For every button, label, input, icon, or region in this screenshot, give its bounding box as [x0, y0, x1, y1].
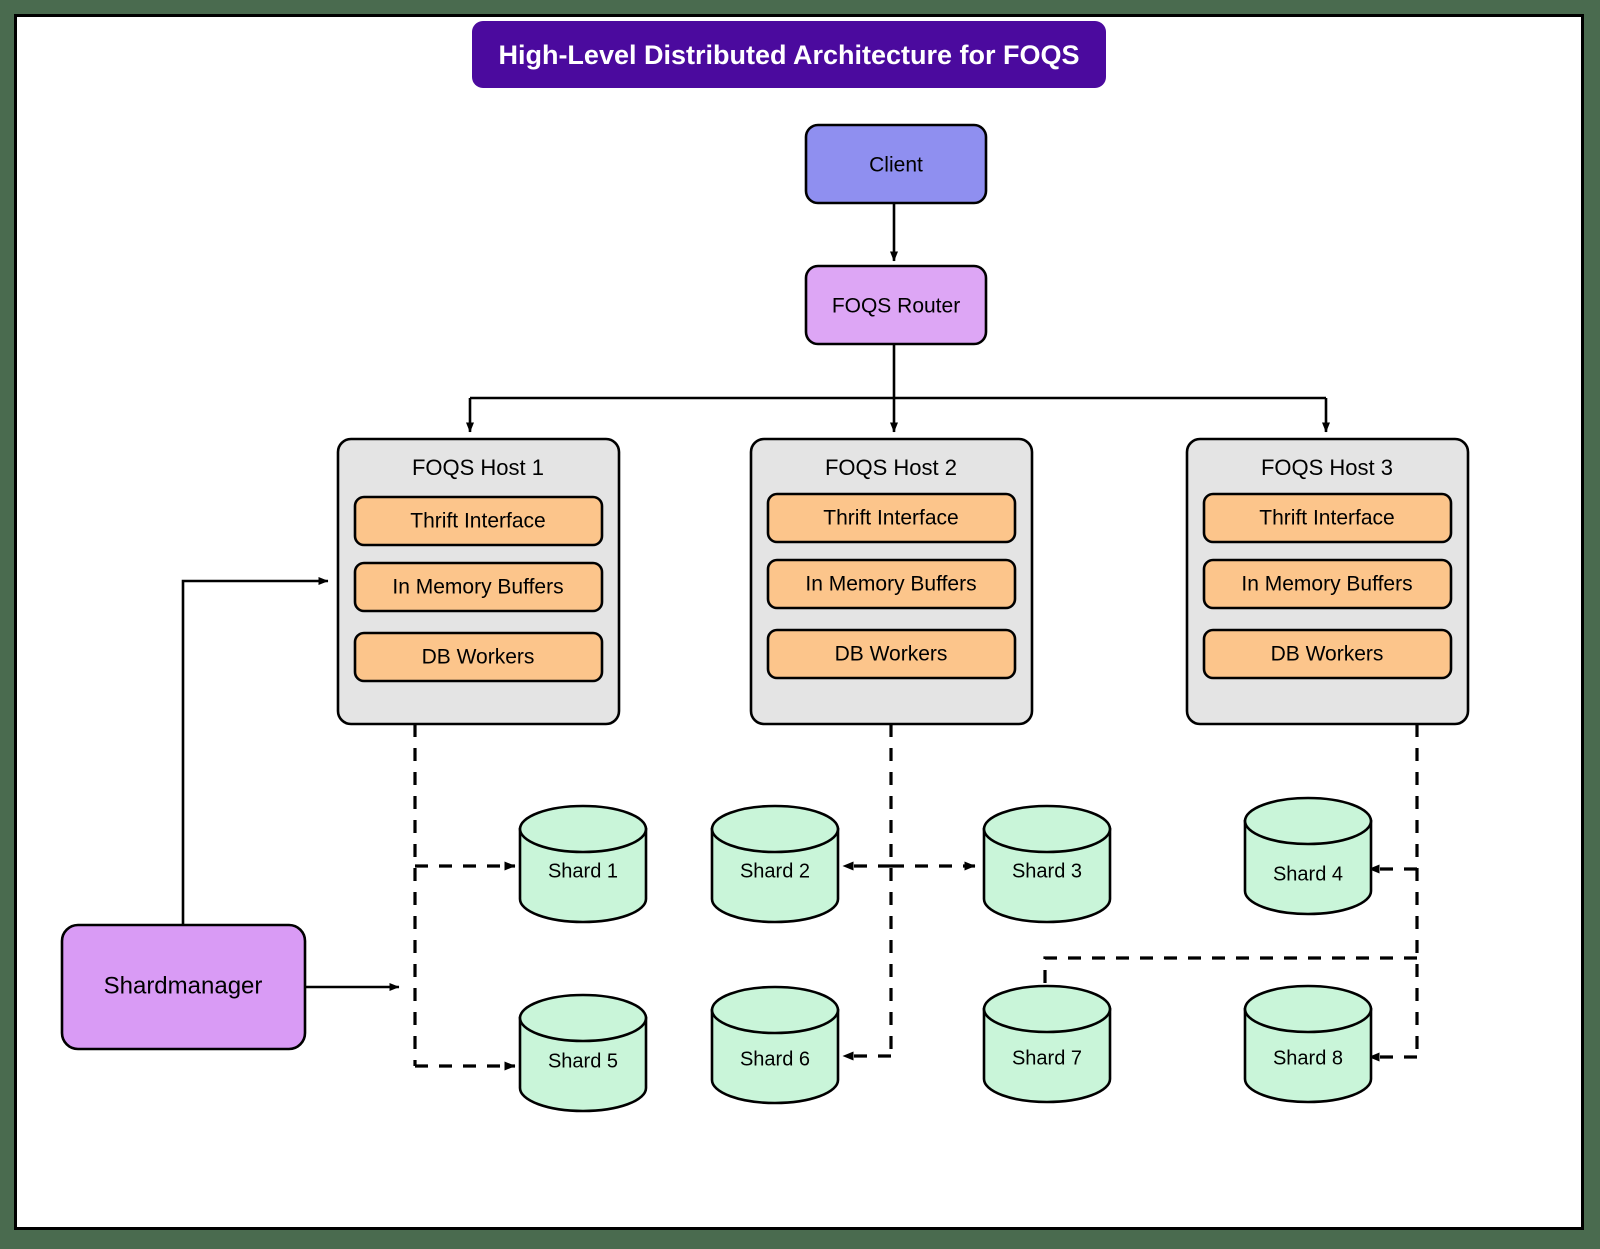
node-client[interactable]: Client	[804, 123, 988, 205]
host-container-1[interactable]: FOQS Host 1 Thrift Interface In Memory B…	[336, 437, 621, 726]
host-3-title: FOQS Host 3	[1261, 455, 1393, 480]
host-3-component-db-workers[interactable]: DB Workers	[1202, 628, 1453, 680]
diagram-frame: High-Level Distributed Architecture for …	[14, 14, 1584, 1230]
host-1-title: FOQS Host 1	[412, 455, 544, 480]
diagram-title-banner: High-Level Distributed Architecture for …	[472, 21, 1106, 88]
host-2-component-thrift-interface[interactable]: Thrift Interface	[766, 492, 1017, 544]
shard-8-label: Shard 8	[1273, 1047, 1343, 1069]
host-1-component-label-0: Thrift Interface	[410, 510, 545, 533]
host-2-component-label-2: DB Workers	[835, 643, 948, 666]
shard-6-label: Shard 6	[740, 1048, 810, 1070]
shard-1-label: Shard 1	[548, 860, 618, 882]
edge-host-3-to-shard-7	[1040, 956, 1417, 1010]
shard-node-5[interactable]: Shard 5	[518, 993, 648, 1113]
host-1-component-in-memory-buffers[interactable]: In Memory Buffers	[353, 561, 604, 613]
host-2-component-db-workers[interactable]: DB Workers	[766, 628, 1017, 680]
diagram-title: High-Level Distributed Architecture for …	[498, 40, 1079, 70]
host-container-3[interactable]: FOQS Host 3 Thrift Interface In Memory B…	[1185, 437, 1470, 726]
shardmanager-label: Shardmanager	[104, 972, 263, 999]
host-3-component-label-1: In Memory Buffers	[1241, 573, 1412, 596]
host-1-component-db-workers[interactable]: DB Workers	[353, 631, 604, 683]
shard-node-2[interactable]: Shard 2	[710, 804, 840, 924]
host-2-component-label-1: In Memory Buffers	[805, 573, 976, 596]
router-label: FOQS Router	[832, 295, 960, 318]
shard-4-label: Shard 4	[1273, 863, 1343, 885]
host-1-component-label-1: In Memory Buffers	[392, 576, 563, 599]
shard-node-6[interactable]: Shard 6	[710, 985, 840, 1105]
host-3-component-in-memory-buffers[interactable]: In Memory Buffers	[1202, 558, 1453, 610]
shard-3-label: Shard 3	[1012, 860, 1082, 882]
edge-shardmanager-to-host-1	[181, 577, 329, 925]
shard-7-label: Shard 7	[1012, 1047, 1082, 1069]
node-foqs-router[interactable]: FOQS Router	[804, 264, 988, 346]
shard-node-7[interactable]: Shard 7	[982, 984, 1112, 1104]
shard-node-1[interactable]: Shard 1	[518, 804, 648, 924]
shard-node-4[interactable]: Shard 4	[1243, 796, 1373, 916]
host-3-component-label-2: DB Workers	[1271, 643, 1384, 666]
host-3-component-label-0: Thrift Interface	[1259, 507, 1394, 530]
node-shardmanager[interactable]: Shardmanager	[60, 923, 307, 1051]
host-1-component-thrift-interface[interactable]: Thrift Interface	[353, 495, 604, 547]
shard-5-label: Shard 5	[548, 1050, 618, 1072]
shard-2-label: Shard 2	[740, 860, 810, 882]
host-2-component-in-memory-buffers[interactable]: In Memory Buffers	[766, 558, 1017, 610]
client-label: Client	[869, 154, 923, 177]
shard-node-3[interactable]: Shard 3	[982, 804, 1112, 924]
shard-node-8[interactable]: Shard 8	[1243, 984, 1373, 1104]
host-1-component-label-2: DB Workers	[422, 646, 535, 669]
host-container-2[interactable]: FOQS Host 2 Thrift Interface In Memory B…	[749, 437, 1034, 726]
host-2-title: FOQS Host 2	[825, 455, 957, 480]
architecture-diagram: High-Level Distributed Architecture for …	[60, 21, 1470, 1113]
host-2-component-label-0: Thrift Interface	[823, 507, 958, 530]
host-3-component-thrift-interface[interactable]: Thrift Interface	[1202, 492, 1453, 544]
